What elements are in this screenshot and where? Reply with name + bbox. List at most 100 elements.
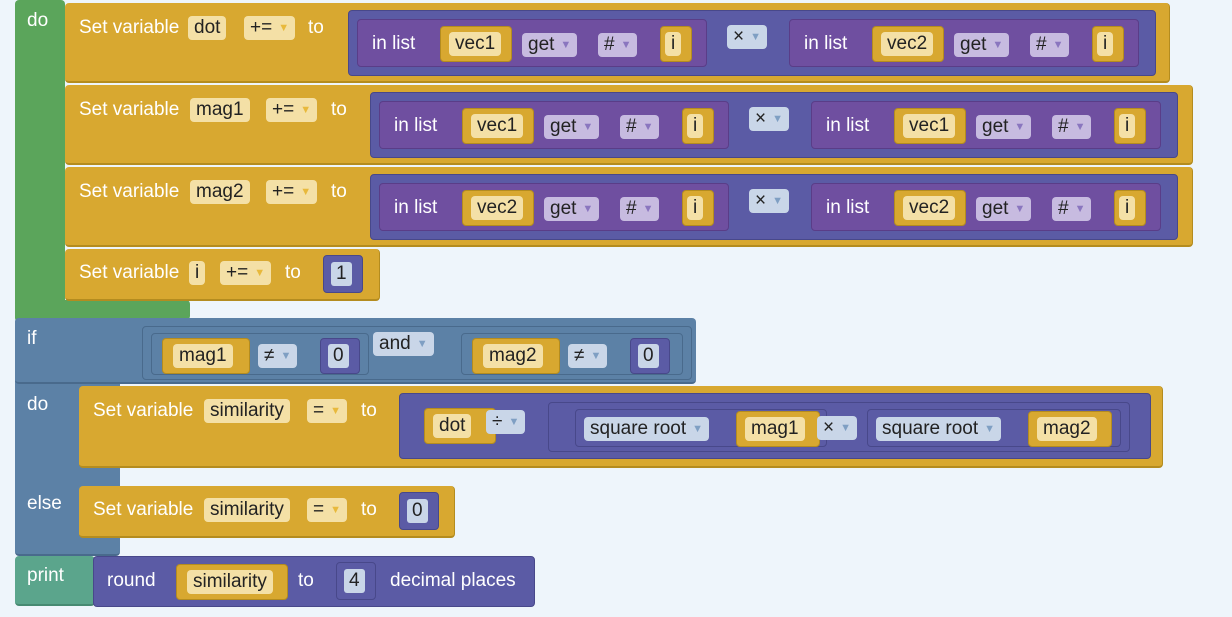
list-get-block[interactable]: in list vec1 get▼ #▼ i <box>357 19 707 67</box>
number-zero-field[interactable]: 0 <box>328 344 349 368</box>
var-block[interactable]: i <box>682 108 714 144</box>
index-type-dropdown[interactable]: #▼ <box>1030 33 1070 57</box>
set-mag2-block[interactable]: Set variable mag2 +=▼ to in list vec2 ge… <box>65 167 1193 247</box>
var-block[interactable]: mag2 <box>472 338 560 374</box>
number-four-field[interactable]: 4 <box>344 569 365 593</box>
get-dropdown[interactable]: get▼ <box>522 33 578 57</box>
number-block[interactable]: 0 <box>399 492 439 530</box>
var-vec1-field[interactable]: vec1 <box>903 114 956 138</box>
op-dropdown[interactable]: +=▼ <box>220 261 272 285</box>
var-i-field[interactable]: i <box>1119 196 1136 220</box>
var-block[interactable]: mag2 <box>1028 411 1112 447</box>
var-mag2-field[interactable]: mag2 <box>190 180 250 204</box>
var-i-field[interactable]: i <box>189 261 206 285</box>
var-i-field[interactable]: i <box>1119 114 1136 138</box>
var-block[interactable]: i <box>1114 108 1146 144</box>
var-vec2-field[interactable]: vec2 <box>903 196 956 220</box>
var-vec2-field[interactable]: vec2 <box>471 196 524 220</box>
loop-do-block[interactable] <box>15 0 65 322</box>
list-get-block[interactable]: in list vec1 get▼ #▼ i <box>379 101 729 149</box>
set-dot-block[interactable]: Set variable dot +=▼ to in list vec1 get… <box>65 3 1170 83</box>
number-block[interactable]: 1 <box>323 255 363 293</box>
list-get-block[interactable]: in list vec2 get▼ #▼ i <box>789 19 1139 67</box>
index-type-dropdown[interactable]: #▼ <box>620 115 660 139</box>
multiply-dropdown[interactable]: ×▼ <box>749 189 789 213</box>
var-block[interactable]: i <box>682 190 714 226</box>
list-get-block[interactable]: in list vec1 get▼ #▼ i <box>811 101 1161 149</box>
multiply-block[interactable]: in list vec1 get▼ #▼ i ×▼ in list vec2 g… <box>348 10 1156 76</box>
var-dot-field[interactable]: dot <box>433 414 472 438</box>
round-block[interactable]: round similarity to 4 decimal places <box>93 556 535 607</box>
set-similarity-zero-block[interactable]: Set variable similarity =▼ to 0 <box>79 486 455 538</box>
and-dropdown[interactable]: and▼ <box>373 332 434 356</box>
compare-block[interactable]: mag2 ≠▼ 0 <box>461 333 683 375</box>
number-one-field[interactable]: 1 <box>331 262 352 286</box>
index-type-dropdown[interactable]: #▼ <box>1052 115 1092 139</box>
number-block[interactable]: 0 <box>630 338 670 374</box>
index-type-dropdown[interactable]: #▼ <box>598 33 638 57</box>
var-vec1-field[interactable]: vec1 <box>449 32 502 56</box>
var-block[interactable]: vec1 <box>440 26 512 62</box>
op-dropdown[interactable]: =▼ <box>307 399 347 423</box>
var-mag2-field[interactable]: mag2 <box>483 344 543 368</box>
var-block[interactable]: vec2 <box>894 190 966 226</box>
op-dropdown[interactable]: +=▼ <box>244 16 296 40</box>
index-type-dropdown[interactable]: #▼ <box>620 197 660 221</box>
print-block[interactable] <box>15 556 95 606</box>
list-get-block[interactable]: in list vec2 get▼ #▼ i <box>811 183 1161 231</box>
var-block[interactable]: vec1 <box>894 108 966 144</box>
set-mag1-block[interactable]: Set variable mag1 +=▼ to in list vec1 ge… <box>65 85 1193 165</box>
var-mag1-field[interactable]: mag1 <box>745 417 805 441</box>
number-block[interactable]: 4 <box>336 562 376 600</box>
divide-block[interactable]: dot ÷▼ square root▼ mag1 ×▼ square root▼… <box>399 393 1151 459</box>
var-similarity-field[interactable]: similarity <box>204 399 290 423</box>
multiply-block[interactable]: square root▼ mag1 ×▼ square root▼ mag2 <box>548 402 1130 452</box>
divide-dropdown[interactable]: ÷▼ <box>486 410 526 434</box>
op-dropdown[interactable]: +=▼ <box>266 180 318 204</box>
var-block[interactable]: mag1 <box>736 411 820 447</box>
list-get-block[interactable]: in list vec2 get▼ #▼ i <box>379 183 729 231</box>
sqrt-block[interactable]: square root▼ mag2 <box>867 409 1121 447</box>
var-block[interactable]: i <box>1114 190 1146 226</box>
var-similarity-field[interactable]: similarity <box>187 570 273 594</box>
op-dropdown[interactable]: +=▼ <box>266 98 318 122</box>
get-dropdown[interactable]: get▼ <box>976 197 1032 221</box>
compare-op-dropdown[interactable]: ≠▼ <box>258 344 298 368</box>
and-block[interactable]: mag1 ≠▼ 0 and▼ mag2 ≠▼ 0 <box>142 326 692 380</box>
sqrt-dropdown[interactable]: square root▼ <box>584 417 710 441</box>
var-block[interactable]: similarity <box>176 564 288 600</box>
var-i-field[interactable]: i <box>665 32 682 56</box>
var-block[interactable]: mag1 <box>162 338 250 374</box>
var-mag2-field[interactable]: mag2 <box>1037 417 1097 441</box>
var-mag1-field[interactable]: mag1 <box>173 344 233 368</box>
var-dot-field[interactable]: dot <box>188 16 227 40</box>
multiply-block[interactable]: in list vec2 get▼ #▼ i ×▼ in list vec2 g… <box>370 174 1178 240</box>
var-i-field[interactable]: i <box>1097 32 1114 56</box>
index-type-dropdown[interactable]: #▼ <box>1052 197 1092 221</box>
var-block[interactable]: i <box>1092 26 1124 62</box>
sqrt-dropdown[interactable]: square root▼ <box>876 417 1002 441</box>
compare-block[interactable]: mag1 ≠▼ 0 <box>151 333 369 375</box>
var-i-field[interactable]: i <box>687 196 704 220</box>
get-dropdown[interactable]: get▼ <box>976 115 1032 139</box>
var-mag1-field[interactable]: mag1 <box>190 98 250 122</box>
get-dropdown[interactable]: get▼ <box>544 115 600 139</box>
multiply-dropdown[interactable]: ×▼ <box>727 25 767 49</box>
var-similarity-field[interactable]: similarity <box>204 498 290 522</box>
var-block[interactable]: vec2 <box>462 190 534 226</box>
var-vec1-field[interactable]: vec1 <box>471 114 524 138</box>
compare-op-dropdown[interactable]: ≠▼ <box>568 344 608 368</box>
var-block[interactable]: vec2 <box>872 26 944 62</box>
number-block[interactable]: 0 <box>320 338 360 374</box>
op-dropdown[interactable]: =▼ <box>307 498 347 522</box>
multiply-block[interactable]: in list vec1 get▼ #▼ i ×▼ in list vec1 g… <box>370 92 1178 158</box>
get-dropdown[interactable]: get▼ <box>954 33 1010 57</box>
set-similarity-block[interactable]: Set variable similarity =▼ to dot ÷▼ squ… <box>79 386 1163 468</box>
multiply-dropdown[interactable]: ×▼ <box>749 107 789 131</box>
multiply-dropdown[interactable]: ×▼ <box>817 416 857 440</box>
var-block[interactable]: i <box>660 26 692 62</box>
number-zero-field[interactable]: 0 <box>407 499 428 523</box>
var-block[interactable]: vec1 <box>462 108 534 144</box>
sqrt-block[interactable]: square root▼ mag1 <box>575 409 827 447</box>
get-dropdown[interactable]: get▼ <box>544 197 600 221</box>
